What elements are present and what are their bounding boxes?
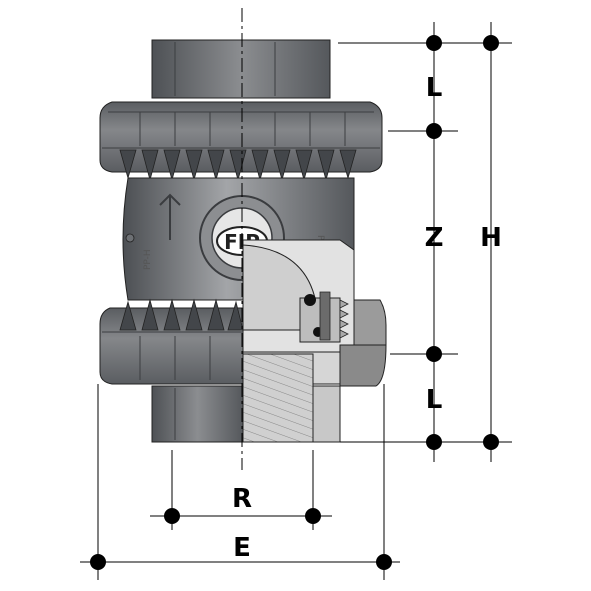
svg-text:PP-H: PP-H <box>143 249 153 270</box>
label-R: R <box>232 484 252 514</box>
bottom-pipe-socket <box>151 353 341 443</box>
label-H: H <box>480 223 502 253</box>
section-cutaway <box>242 239 387 353</box>
top-nut-teeth <box>119 149 357 182</box>
bottom-union-nut <box>99 298 387 387</box>
label-E: E <box>233 533 251 563</box>
label-L-top: L <box>426 73 443 103</box>
label-Z: Z <box>425 223 444 253</box>
top-pipe-socket <box>151 39 331 99</box>
bottom-nut-teeth <box>119 298 244 331</box>
dimension-dots <box>90 35 499 570</box>
section-thread-teeth <box>339 299 349 339</box>
top-union-nut <box>99 101 383 182</box>
dimension-labels: L Z L H R E <box>232 73 502 563</box>
label-L-bottom: L <box>426 385 443 415</box>
